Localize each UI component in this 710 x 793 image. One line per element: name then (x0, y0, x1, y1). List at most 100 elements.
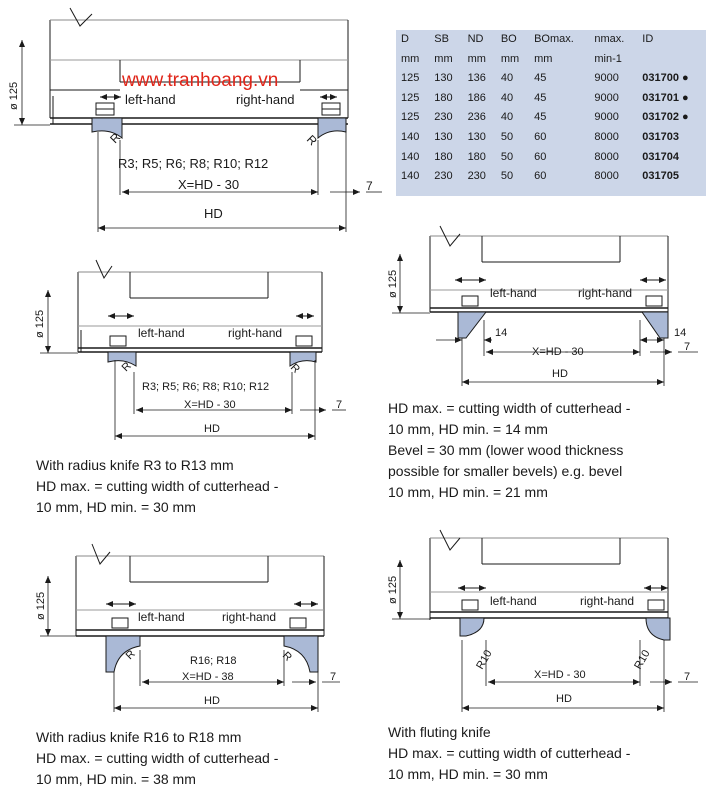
table-row: 125 130 136 40 45 9000 031700 ● (396, 69, 706, 89)
left-hand-label-4: left-hand (138, 610, 185, 624)
diameter-label-3: ø 125 (387, 270, 399, 298)
unit-cell: mm (534, 52, 553, 65)
header-nd: ND (467, 33, 484, 45)
caption-line: With radius knife R16 to R18 mm (36, 729, 242, 745)
right-hand-label-2: right-hand (228, 326, 282, 340)
caption-line: 10 mm, HD min. = 38 mm (36, 771, 196, 787)
cell: 9000 (594, 72, 619, 85)
x-dimension-3: X=HD - 30 (532, 346, 584, 358)
cell: 230 (467, 170, 486, 183)
unit-cell: mm (500, 52, 520, 65)
x-dimension-4: X=HD - 38 (182, 671, 234, 683)
cell: 140 (401, 130, 420, 143)
table-row: 140 180 180 50 60 8000 031704 (396, 148, 706, 168)
r10-label-right: R10 (632, 648, 652, 671)
knife-blocks-3 (457, 311, 669, 339)
hd-dimension-2: HD (204, 423, 220, 435)
cell: 60 (534, 150, 547, 163)
offset-label-3: 7 (684, 341, 690, 353)
id-cell: 031705 (642, 170, 679, 183)
cell: 130 (434, 72, 453, 85)
caption-line: Bevel = 30 mm (lower wood thickness (388, 442, 624, 458)
unit-cell: mm (434, 52, 453, 65)
knife-blocks-5 (459, 617, 671, 641)
id-cell: 031700 ● (642, 72, 689, 85)
unit-cell (637, 50, 706, 70)
x-dimension-2: X=HD - 30 (184, 399, 236, 411)
x-dimension-5: X=HD - 30 (534, 669, 586, 681)
unit-cell: mm (401, 52, 420, 65)
left-hand-label-1: left-hand (125, 92, 176, 107)
header-id: ID (642, 33, 654, 45)
unit-cell: mm (467, 52, 486, 65)
caption-line: 10 mm, HD min. = 21 mm (388, 484, 548, 500)
caption-line: HD max. = cutting width of cutterhead - (36, 750, 279, 766)
caption-line: 10 mm, HD min. = 14 mm (388, 421, 548, 437)
cell: 50 (500, 150, 514, 163)
x-dimension-1: X=HD - 30 (178, 177, 239, 192)
radius-label-4b: R (280, 650, 294, 664)
table-row: 140 230 230 50 60 8000 031705 (396, 167, 706, 187)
cell: 40 (500, 72, 514, 85)
hd-dimension-1: HD (204, 206, 223, 221)
cell: 140 (401, 150, 420, 163)
cell: 40 (500, 91, 514, 104)
radius-list-1: R3; R5; R6; R8; R10; R12 (118, 156, 268, 171)
cell: 130 (467, 130, 486, 143)
dimensions-3 (392, 254, 698, 386)
header-sb: SB (434, 33, 449, 45)
cell: 45 (534, 111, 547, 124)
table-row: 140 130 130 50 60 8000 031703 (396, 128, 706, 148)
cell: 8000 (594, 130, 619, 143)
watermark-text: www.tranhoang.vn (122, 70, 279, 91)
caption-bevel: HD max. = cutting width of cutterhead - … (388, 398, 630, 503)
caption-line: HD max. = cutting width of cutterhead - (36, 478, 279, 494)
radius-list-2: R3; R5; R6; R8; R10; R12 (142, 381, 269, 393)
header-bo: BO (500, 33, 517, 45)
hd-dimension-4: HD (204, 695, 220, 707)
cell: 180 (434, 150, 453, 163)
cell: 125 (401, 111, 420, 124)
hd-dimension-5: HD (556, 693, 572, 705)
cell: 9000 (594, 111, 619, 124)
left-hand-label-5: left-hand (490, 594, 537, 608)
offset-label-4: 7 (330, 671, 336, 683)
diagram-bevel-knife (429, 225, 669, 313)
r10-label-left: R10 (474, 648, 494, 671)
offset-label-1: 7 (366, 179, 373, 193)
cell: 60 (534, 130, 547, 143)
bevel-offset-left: 14 (495, 327, 507, 339)
id-cell: 031703 (642, 130, 679, 143)
knife-blocks-2 (107, 351, 317, 367)
offset-label-2: 7 (336, 399, 342, 411)
table-row: 125 180 186 40 45 9000 031701 ● (396, 89, 706, 109)
cell: 180 (467, 150, 486, 163)
cell: 130 (434, 130, 453, 143)
caption-fluting: With fluting knife HD max. = cutting wid… (388, 722, 630, 785)
id-cell: 031701 ● (642, 91, 689, 104)
diameter-label-5: ø 125 (387, 576, 399, 604)
id-cell: 031704 (642, 150, 679, 163)
radius-list-4: R16; R18 (190, 655, 236, 667)
caption-line: possible for smaller bevels) e.g. bevel (388, 463, 623, 479)
cell: 9000 (594, 91, 619, 104)
right-hand-label-5: right-hand (580, 594, 634, 608)
dimensions-1 (14, 40, 382, 232)
diagram-radius-knife-large (75, 543, 325, 637)
table-row: 125 230 236 40 45 9000 031702 ● (396, 108, 706, 128)
header-d: D (401, 33, 409, 45)
cell: 236 (467, 111, 486, 124)
hd-dimension-3: HD (552, 368, 568, 380)
cell: 40 (500, 111, 514, 124)
diameter-label-1: ø 125 (8, 82, 20, 110)
dimensions-4 (40, 576, 340, 712)
caption-radius-small: With radius knife R3 to R13 mm HD max. =… (36, 455, 278, 518)
cell: 186 (467, 91, 486, 104)
diagram-fluting-knife (429, 529, 669, 620)
header-bomax: BOmax. (534, 33, 574, 45)
offset-label-5: 7 (684, 671, 690, 683)
cell: 180 (434, 91, 453, 104)
diameter-label-4: ø 125 (35, 592, 47, 620)
id-cell: 031702 ● (642, 111, 689, 124)
